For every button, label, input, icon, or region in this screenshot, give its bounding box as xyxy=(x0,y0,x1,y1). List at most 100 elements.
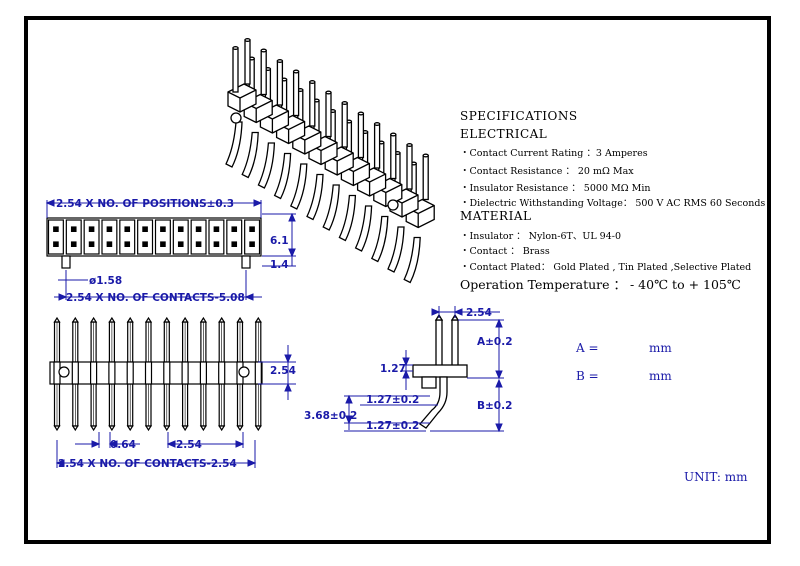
peg-circle xyxy=(58,366,70,378)
spec-contact: ・Contact ： Brass xyxy=(460,246,550,257)
table-b-label: B = xyxy=(576,369,599,383)
locating-peg xyxy=(241,255,251,269)
pin-tip xyxy=(163,425,171,432)
post xyxy=(373,123,381,169)
pin-tip xyxy=(126,425,134,432)
pin-square xyxy=(177,241,184,248)
contact-tail xyxy=(241,131,259,179)
spec-resistance: ・Contact Resistance ： 20 mΩ Max xyxy=(460,166,634,177)
pin-tip xyxy=(53,425,61,432)
dim-127-a: 1.27 xyxy=(380,363,406,375)
pin-square xyxy=(249,241,255,248)
pin-tip xyxy=(218,425,226,432)
material-heading: MATERIAL xyxy=(460,209,532,223)
post xyxy=(292,70,300,117)
dim-side-pitch: 2.54 xyxy=(466,307,492,319)
pin-square xyxy=(231,241,238,248)
table-b-unit: mm xyxy=(649,369,672,383)
pin-square xyxy=(124,226,131,233)
pin-square xyxy=(106,226,113,233)
pin-square xyxy=(53,241,59,248)
housing-cell xyxy=(208,219,225,255)
contact-tail xyxy=(257,142,276,189)
pin-square xyxy=(124,241,131,248)
pin-square xyxy=(53,226,59,233)
contact-tail xyxy=(273,152,292,200)
pin-square xyxy=(142,241,148,248)
pin-tip xyxy=(126,316,134,323)
contact-tail xyxy=(225,121,243,168)
post-top xyxy=(406,143,413,147)
dim-b: B±0.2 xyxy=(477,400,512,412)
isometric-connector-view xyxy=(225,38,435,284)
pin-tip xyxy=(144,425,153,432)
post-top xyxy=(422,153,429,158)
pin-square xyxy=(249,226,255,233)
pin-tip xyxy=(254,425,262,432)
top-plan-view xyxy=(46,217,262,269)
housing-band xyxy=(49,361,263,385)
housing-cell xyxy=(47,219,64,255)
dim-row-pitch: 2.54 xyxy=(270,365,296,377)
pin-tip xyxy=(163,316,171,323)
pin-tip xyxy=(90,316,98,323)
post xyxy=(232,47,239,93)
front-view xyxy=(49,316,263,432)
contact-tail xyxy=(289,163,308,210)
dim-contacts-length: 2.54 X NO. OF CONTACTS-5.08 xyxy=(66,292,245,304)
pin-in-housing xyxy=(144,361,153,385)
post xyxy=(244,39,251,85)
post xyxy=(276,60,284,106)
pin-square xyxy=(70,241,77,248)
pin-square xyxy=(213,241,220,248)
dim-pin-width: 0.64 xyxy=(110,439,136,451)
spec-plating: ・Contact Plated： Gold Plated , Tin Plate… xyxy=(460,262,752,273)
housing-cell xyxy=(101,219,118,255)
spec-current: ・Contact Current Rating ：3 Amperes xyxy=(460,148,648,159)
pin-in-housing xyxy=(218,361,226,385)
post xyxy=(309,81,316,127)
dim-a: A±0.2 xyxy=(477,336,513,348)
dim-positions-length: 2.54 X NO. OF POSITIONS±0.3 xyxy=(56,198,234,210)
contact-tail xyxy=(354,205,373,252)
pin-tip xyxy=(181,316,189,323)
pin-tip xyxy=(236,425,244,432)
pin-in-housing xyxy=(163,361,171,385)
post-top xyxy=(276,59,284,63)
post xyxy=(406,144,413,190)
pin-in-housing xyxy=(89,361,98,385)
dim-127-b: 1.27±0.2 xyxy=(366,394,419,406)
post-top xyxy=(292,69,300,74)
pin-tip xyxy=(90,425,98,432)
contact-tail xyxy=(387,226,405,273)
contact-tail xyxy=(403,236,421,284)
peg-circle xyxy=(238,366,250,378)
contact-tail xyxy=(338,194,357,242)
post-top xyxy=(260,48,267,53)
pin-tip xyxy=(71,316,79,323)
pin-in-housing xyxy=(71,361,79,385)
pin-in-housing xyxy=(108,361,116,385)
spec-title: SPECIFICATIONS xyxy=(460,109,578,123)
pin-square xyxy=(142,226,148,233)
iso-peg xyxy=(230,112,242,124)
table-a-unit: mm xyxy=(649,341,672,355)
pin-in-housing xyxy=(254,361,262,385)
pin-in-housing xyxy=(126,361,134,385)
pin-square xyxy=(88,226,95,233)
housing-cell xyxy=(65,219,82,255)
contact-tail xyxy=(306,173,324,221)
housing-cell xyxy=(154,219,171,255)
post xyxy=(260,49,267,96)
pin-tip xyxy=(53,316,61,323)
table-a-label: A = xyxy=(575,341,599,355)
dim-pitch: 2.54 xyxy=(176,439,202,451)
pin-square xyxy=(106,241,113,248)
post xyxy=(357,112,365,159)
housing-cell xyxy=(172,219,189,255)
pin-tip xyxy=(144,316,153,323)
pin-square xyxy=(88,241,95,248)
side-view xyxy=(412,313,468,429)
dim-127-c: 1.27±0.2 xyxy=(366,420,419,432)
